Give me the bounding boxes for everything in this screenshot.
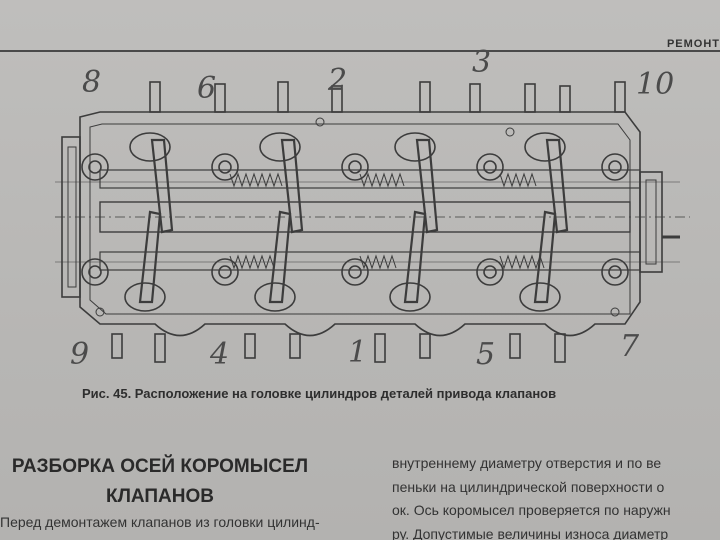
heading-line-2: КЛАПАНОВ (106, 486, 214, 507)
body-line-4: ру. Допустимые величины износа диаметр (392, 525, 669, 540)
label-10: 10 (636, 67, 675, 102)
valve-caps (124, 132, 566, 312)
label-6: 6 (197, 71, 217, 106)
label-8: 8 (82, 65, 102, 100)
bearing-posts (81, 153, 629, 286)
label-4: 4 (210, 337, 230, 372)
body-text-left: Перед демонтажем клапанов из головки цил… (0, 514, 320, 530)
cylinder-head-drawing (55, 81, 690, 363)
rocker-arms (138, 138, 569, 304)
heading-line-1: РАЗБОРКА ОСЕЙ КОРОМЫСЕЛ (11, 456, 309, 477)
label-9: 9 (70, 337, 90, 372)
running-head: РЕМОНТ (666, 38, 720, 50)
figure-caption: Рис. 45. Расположение на головке цилиндр… (82, 386, 557, 401)
section-heading: РАЗБОРКА ОСЕЙ КОРОМЫСЕЛ КЛАПАНОВ (0, 452, 320, 512)
top-studs (149, 81, 626, 113)
label-1: 1 (348, 335, 368, 370)
body-line-2: пеньки на цилиндрической поверхности о (392, 478, 665, 495)
body-line-3: ок. Ось коромысел проверяется по наружн (392, 502, 671, 518)
label-5: 5 (476, 337, 496, 372)
body-text-right: внутреннему диаметру отверстия и по ве п… (392, 452, 720, 540)
label-2: 2 (328, 63, 348, 98)
label-3: 3 (472, 45, 492, 80)
cylinder-head-figure: 8 6 2 3 10 9 4 1 5 7 (40, 48, 700, 372)
bottom-studs (111, 333, 566, 363)
body-line-1: внутреннему диаметру отверстия и по ве (392, 455, 662, 471)
header-rule (0, 50, 720, 52)
label-7: 7 (620, 329, 640, 364)
